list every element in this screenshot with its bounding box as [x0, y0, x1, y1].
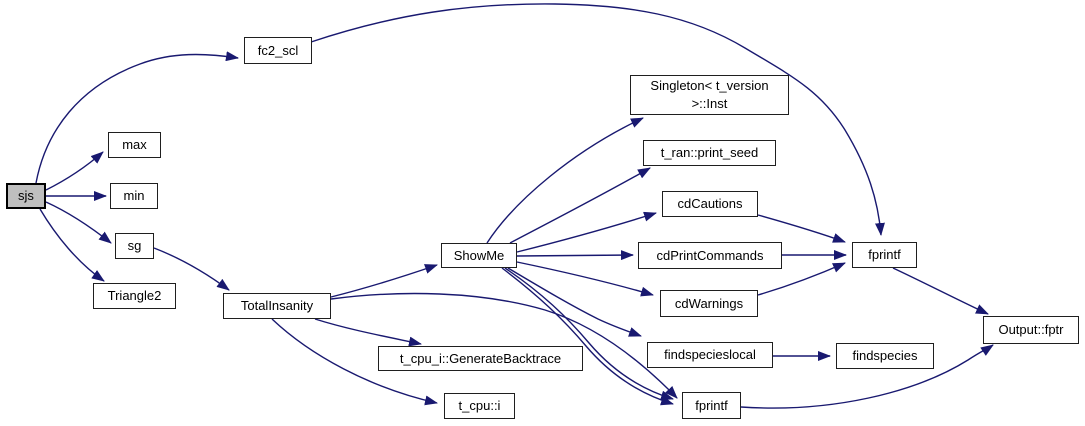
edge-fc2_scl-to-fprintf-right [310, 3, 885, 236]
node-show-me[interactable]: ShowMe [441, 243, 517, 268]
node-fc2-scl[interactable]: fc2_scl [244, 37, 312, 64]
edge-sjs-to-fc2_scl [35, 51, 239, 184]
node-total-insanity[interactable]: TotalInsanity [223, 293, 331, 319]
node-max[interactable]: max [108, 132, 161, 158]
node-findspecieslocal[interactable]: findspecieslocal [647, 342, 773, 368]
node-t-ran-print-seed[interactable]: t_ran::print_seed [643, 140, 776, 166]
node-sjs[interactable]: sjs [6, 183, 46, 209]
edge-cd-warnings-to-fprintf-right [757, 262, 846, 296]
node-singleton-inst[interactable]: Singleton< t_version >::Inst [630, 75, 789, 115]
edge-show-me-to-cd-print-commands [516, 250, 634, 261]
node-cd-cautions[interactable]: cdCautions [662, 191, 758, 217]
edge-total-insanity-to-generate-backtrace [314, 318, 422, 347]
node-cd-warnings[interactable]: cdWarnings [660, 290, 758, 317]
node-cd-print-commands[interactable]: cdPrintCommands [638, 242, 782, 269]
edge-total-insanity-to-t-cpu-i [271, 318, 438, 406]
node-sg[interactable]: sg [115, 233, 154, 259]
edge-fprintf-right-to-output-fptr [892, 267, 989, 315]
edge-show-me-to-print-seed [509, 167, 651, 244]
edge-show-me-to-fprintf-bottom-1 [504, 267, 674, 401]
edge-sjs-to-sg [45, 201, 112, 244]
node-fprintf-bottom[interactable]: fprintf [682, 392, 741, 419]
edge-sjs-to-max [45, 151, 104, 191]
node-t-cpu-i[interactable]: t_cpu::i [444, 393, 515, 419]
edge-total-insanity-to-fprintf-bottom [330, 292, 678, 399]
node-fprintf-right[interactable]: fprintf [852, 242, 917, 268]
edge-total-insanity-to-show-me [330, 264, 438, 298]
node-output-fptr[interactable]: Output::fptr [983, 316, 1079, 344]
edge-cd-cautions-to-fprintf-right [757, 214, 846, 243]
edge-show-me-to-singleton [486, 117, 644, 244]
edge-sjs-to-triangle2 [39, 208, 105, 282]
edge-show-me-to-findspecieslocal [507, 267, 642, 337]
node-t-cpu-i-generate-backtrace[interactable]: t_cpu_i::GenerateBacktrace [378, 346, 583, 371]
edge-show-me-to-cd-warnings [516, 261, 654, 297]
edge-show-me-to-fprintf-bottom-2 [501, 267, 674, 406]
node-triangle2[interactable]: Triangle2 [93, 283, 176, 309]
edge-fprintf-bottom-to-output-fptr [740, 344, 994, 409]
node-min[interactable]: min [110, 183, 158, 209]
node-findspecies[interactable]: findspecies [836, 343, 934, 369]
edge-sg-to-total-insanity [153, 247, 230, 291]
edge-show-me-to-cd-cautions [516, 211, 657, 253]
